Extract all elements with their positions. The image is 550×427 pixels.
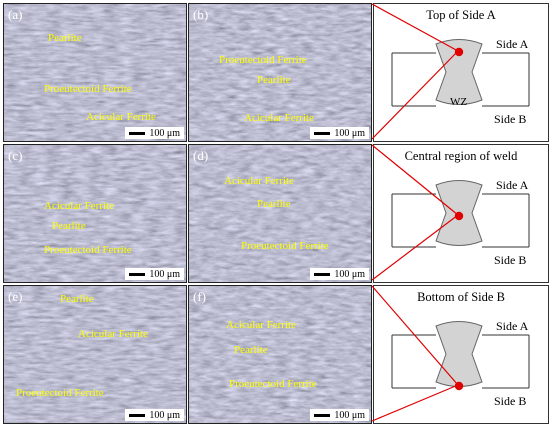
micrograph-texture <box>189 145 371 282</box>
base-plate-right <box>482 334 530 389</box>
annotation-label: Pearlite <box>52 220 86 232</box>
scale-bar: 100 μm <box>125 268 184 280</box>
micrograph-c: (c) Acicular Ferrite Pearlite Proeutecto… <box>3 144 187 283</box>
side-b-label: Side B <box>494 253 527 267</box>
micrograph-e: (e) Pearlite Acicular Ferrite Proeutecto… <box>3 285 187 424</box>
side-b-label: Side B <box>494 112 527 126</box>
side-a-label: Side A <box>496 37 529 51</box>
panel-label: (c) <box>8 148 23 163</box>
location-marker <box>454 381 464 391</box>
annotation-label: Pearlite <box>48 32 82 44</box>
annotation-label: Pearlite <box>234 344 268 356</box>
location-marker <box>454 47 464 57</box>
annotation-label: Acicular Ferrite <box>44 200 114 212</box>
schematic-top-side-a: Top of Side A Side A Side B WZ <box>373 3 549 142</box>
panel-label: (d) <box>193 148 209 163</box>
scale-bar-text: 100 μm <box>334 128 365 139</box>
side-a-label: Side A <box>496 178 529 192</box>
annotation-label: Acicular Ferrite <box>226 319 296 331</box>
panel-label: (e) <box>8 289 23 304</box>
scale-bar-text: 100 μm <box>149 128 180 139</box>
annotation-label: Proeutectoid Ferrite <box>219 54 307 66</box>
base-plate-left <box>391 193 436 248</box>
micrograph-d: (d) Acicular Ferrite Pearlite Proeutecto… <box>188 144 372 283</box>
scale-bar-text: 100 μm <box>149 410 180 421</box>
weld-zone-label: WZ <box>450 96 468 108</box>
panel-label: (b) <box>193 7 209 22</box>
scale-bar: 100 μm <box>310 268 369 280</box>
micrograph-texture <box>4 286 186 423</box>
base-plate-left <box>391 52 436 107</box>
weld-zone <box>435 321 483 387</box>
side-b-label: Side B <box>494 394 527 408</box>
micrograph-texture <box>189 4 371 141</box>
scale-bar: 100 μm <box>125 409 184 421</box>
side-a-label: Side A <box>496 319 529 333</box>
location-marker <box>454 211 464 221</box>
annotation-label: Proeutectoid Ferrite <box>229 378 317 390</box>
base-plate-right <box>482 52 530 107</box>
annotation-label: Proeutectoid Ferrite <box>241 240 329 252</box>
micrograph-texture <box>189 286 371 423</box>
annotation-label: Proeutectoid Ferrite <box>44 244 132 256</box>
annotation-label: Pearlite <box>257 74 291 86</box>
schematic-central: Central region of weld Side A Side B <box>373 144 549 283</box>
base-plate-left <box>391 334 436 389</box>
scale-bar: 100 μm <box>310 127 369 139</box>
micrograph-f: (f) Acicular Ferrite Pearlite Proeutecto… <box>188 285 372 424</box>
schematic-bottom-side-b: Bottom of Side B Side A Side B <box>373 285 549 424</box>
annotation-label: Proeutectoid Ferrite <box>16 387 104 399</box>
scale-bar: 100 μm <box>125 127 184 139</box>
scale-bar-text: 100 μm <box>334 410 365 421</box>
annotation-label: Acicular Ferrite <box>224 175 294 187</box>
annotation-label: Proeutectoid Ferrite <box>44 83 132 95</box>
scale-bar: 100 μm <box>310 409 369 421</box>
scale-bar-text: 100 μm <box>334 269 365 280</box>
scale-bar-text: 100 μm <box>149 269 180 280</box>
panel-label: (f) <box>193 289 206 304</box>
annotation-label: Acicular Ferrite <box>78 328 148 340</box>
annotation-label: Acicular Ferrite <box>86 111 156 123</box>
annotation-label: Pearlite <box>60 293 94 305</box>
annotation-label: Acicular Ferrite <box>244 112 314 124</box>
micrograph-b: (b) Proeutectoid Ferrite Pearlite Acicul… <box>188 3 372 142</box>
micrograph-a: (a) Pearlite Proeutectoid Ferrite Acicul… <box>3 3 187 142</box>
micrograph-texture <box>4 145 186 282</box>
micrograph-texture <box>4 4 186 141</box>
annotation-label: Pearlite <box>257 198 291 210</box>
panel-label: (a) <box>8 7 23 22</box>
base-plate-right <box>482 193 530 248</box>
